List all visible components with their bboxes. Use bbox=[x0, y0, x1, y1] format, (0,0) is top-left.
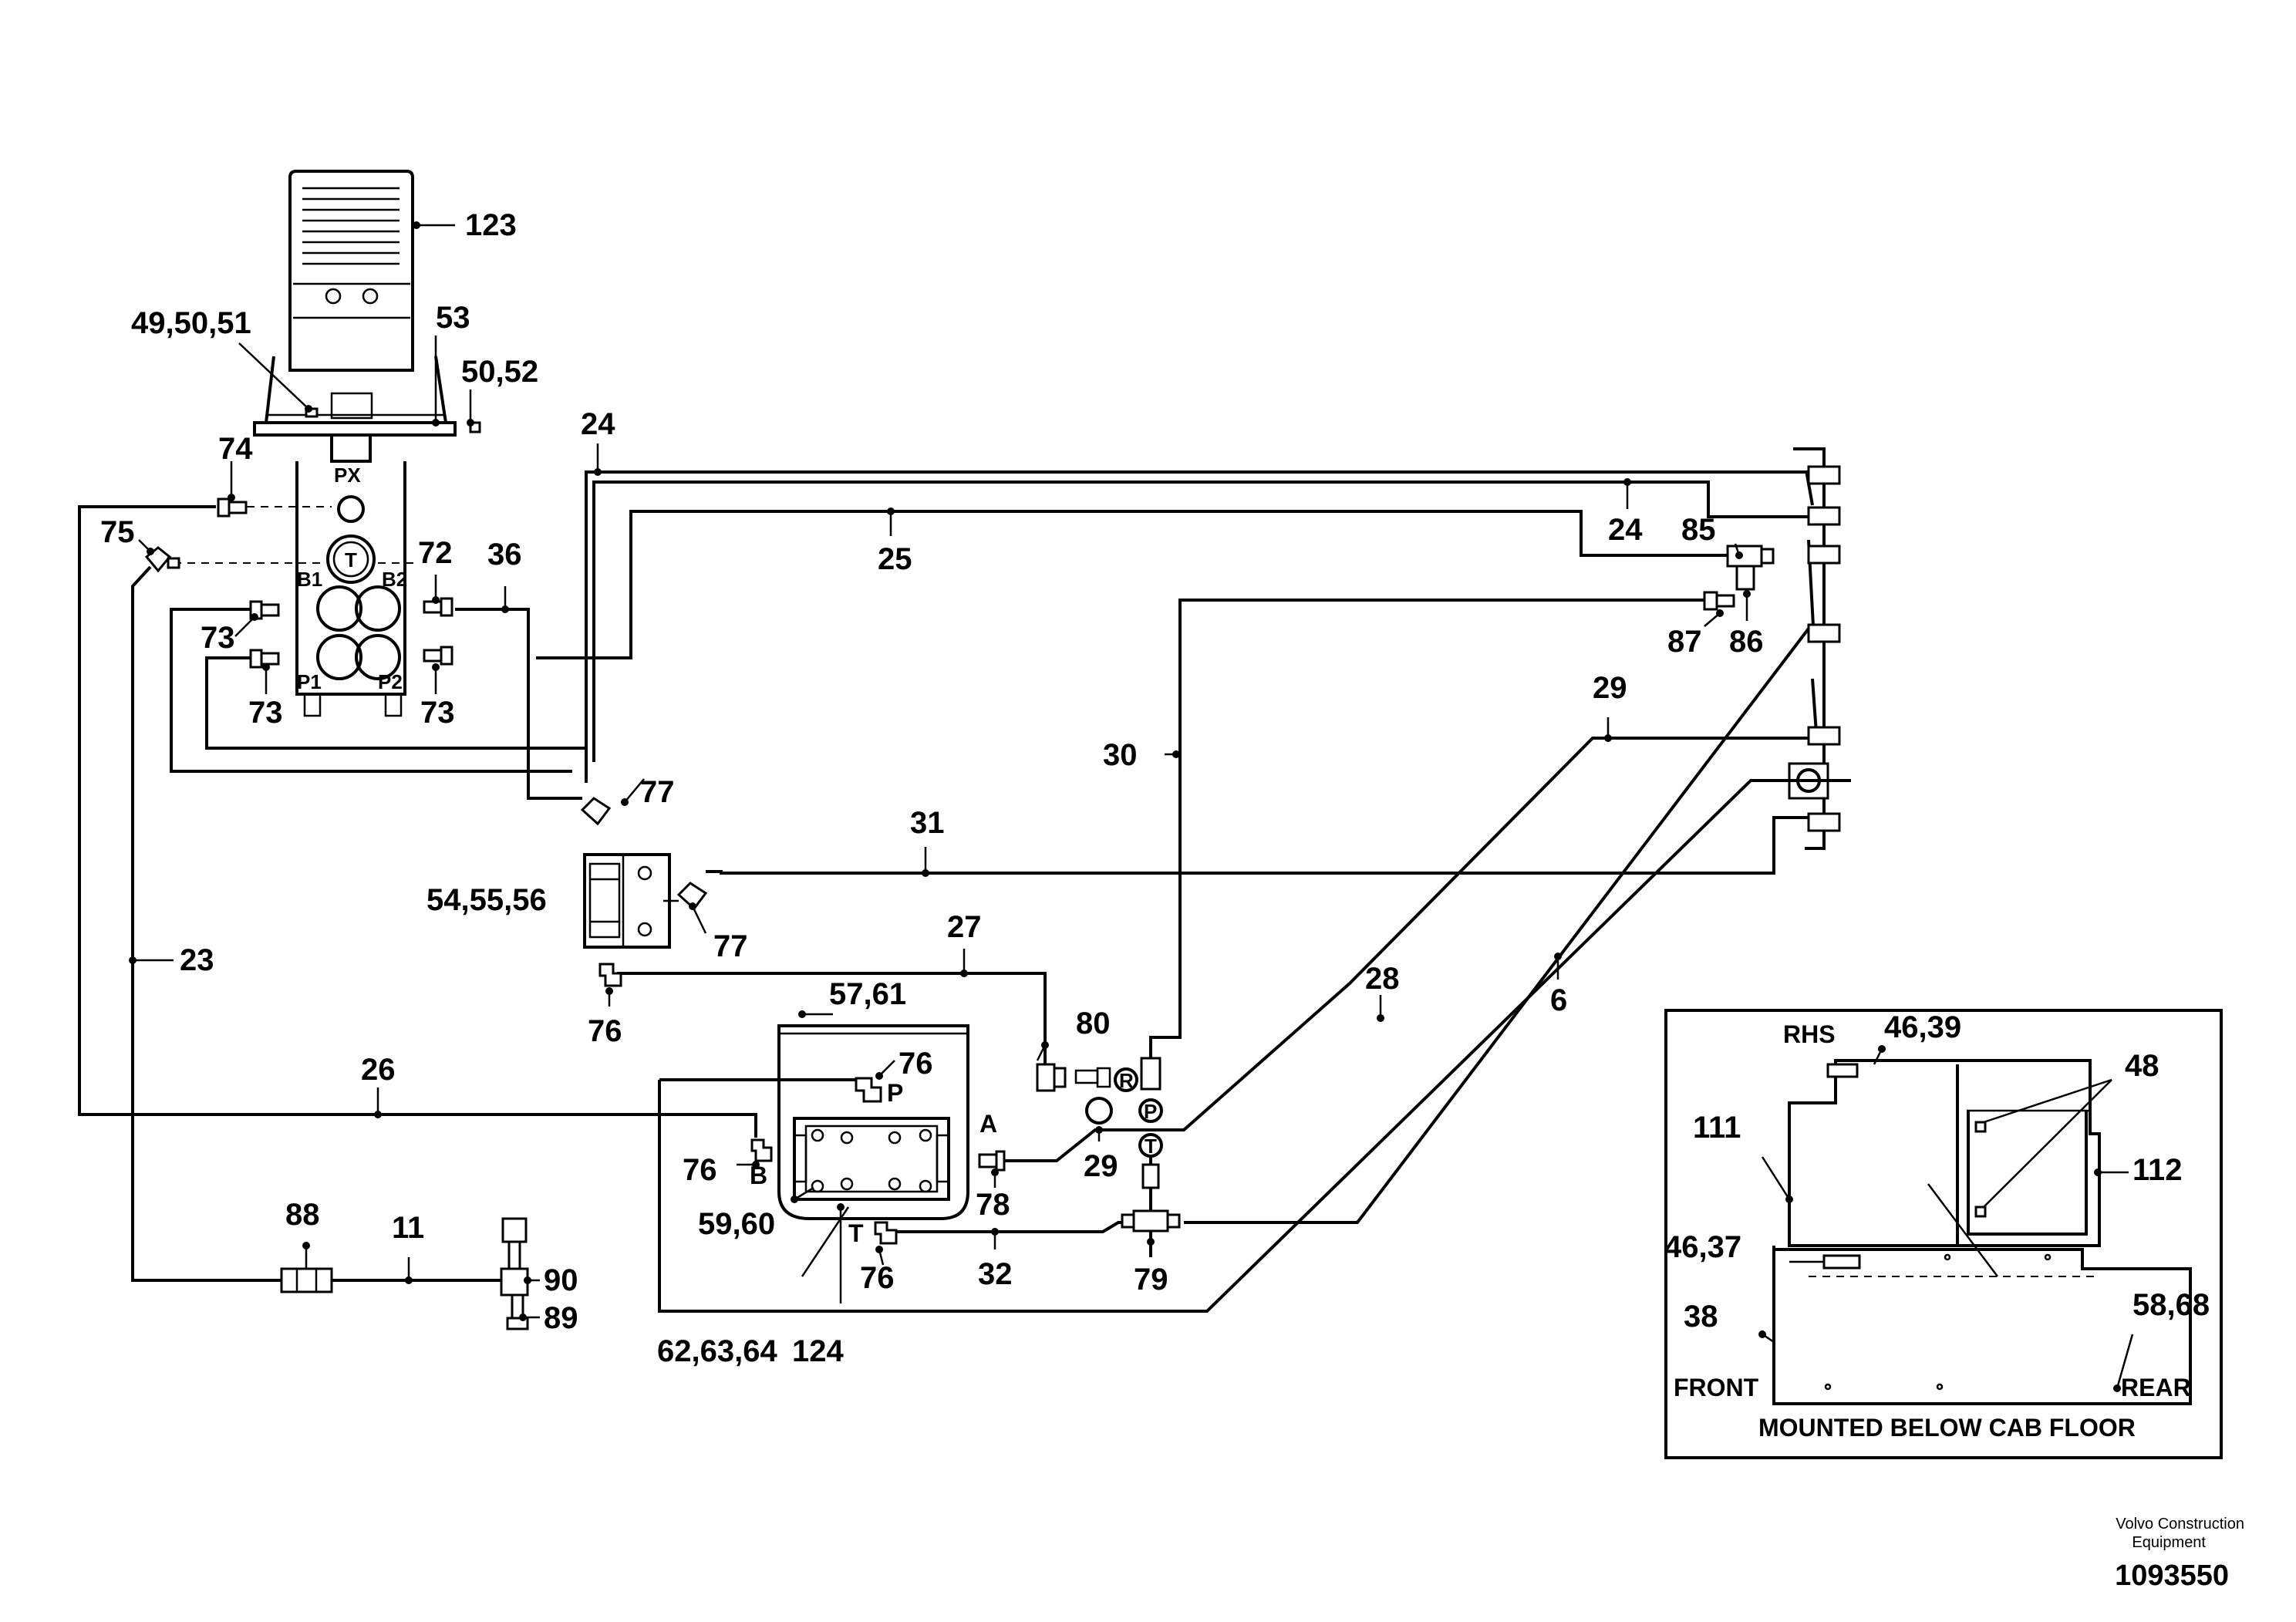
label-76-b: 76 bbox=[899, 1047, 933, 1081]
valve-port-p: P bbox=[887, 1079, 903, 1107]
valve-port-a: A bbox=[979, 1110, 997, 1138]
hose-lines bbox=[78, 470, 1851, 1313]
pilot-control-valve bbox=[253, 170, 481, 717]
label-50-52: 50,52 bbox=[461, 355, 538, 389]
label-74: 74 bbox=[218, 432, 253, 466]
label-25: 25 bbox=[878, 542, 912, 576]
label-53: 53 bbox=[436, 301, 470, 335]
label-76-c: 76 bbox=[683, 1153, 717, 1187]
label-90: 90 bbox=[544, 1263, 578, 1297]
label-72: 72 bbox=[418, 536, 453, 570]
port-b2: B2 bbox=[382, 568, 407, 591]
label-30: 30 bbox=[1103, 738, 1138, 772]
inset-rhs: RHS bbox=[1783, 1020, 1836, 1048]
label-89: 89 bbox=[544, 1301, 578, 1335]
credit-line-2: Equipment bbox=[2132, 1534, 2206, 1551]
label-87: 87 bbox=[1667, 625, 1702, 659]
label-124: 124 bbox=[792, 1334, 844, 1368]
label-36: 36 bbox=[487, 538, 522, 572]
port-labels: PX T B1 B2 P1 P2 P B A T R P T bbox=[297, 464, 1157, 1247]
label-49-50-51: 49,50,51 bbox=[131, 306, 251, 340]
label-27: 27 bbox=[947, 910, 982, 944]
credit-line-1: Volvo Construction bbox=[2116, 1516, 2244, 1533]
inset-label-111: 111 bbox=[1693, 1111, 1741, 1145]
label-78: 78 bbox=[976, 1188, 1010, 1222]
terminal-block bbox=[1788, 447, 1841, 850]
label-80: 80 bbox=[1076, 1007, 1111, 1040]
label-24-a: 24 bbox=[581, 407, 615, 441]
port-b1: B1 bbox=[297, 568, 322, 591]
main-valve-assembly bbox=[750, 1024, 969, 1245]
label-59-60: 59,60 bbox=[698, 1207, 775, 1241]
label-73-b: 73 bbox=[248, 696, 283, 730]
inset-caption: MOUNTED BELOW CAB FLOOR bbox=[1758, 1414, 2136, 1442]
label-54-55-56: 54,55,56 bbox=[426, 883, 547, 917]
label-76-d: 76 bbox=[860, 1261, 895, 1295]
label-23: 23 bbox=[180, 943, 214, 977]
port-t: T bbox=[345, 548, 357, 572]
dashed-leaders bbox=[174, 506, 416, 564]
label-31: 31 bbox=[910, 806, 945, 840]
port-p1: P1 bbox=[297, 670, 322, 693]
label-76-a: 76 bbox=[588, 1014, 622, 1048]
label-123: 123 bbox=[465, 208, 517, 242]
part-labels: 123 49,50,51 53 50,52 74 75 72 36 73 73 … bbox=[100, 208, 1764, 1368]
inset-rear: REAR bbox=[2121, 1374, 2191, 1401]
inset-label-38: 38 bbox=[1684, 1300, 1718, 1334]
label-26: 26 bbox=[361, 1053, 396, 1087]
inset-box bbox=[1664, 1009, 2223, 1459]
circle-port-t: T bbox=[1145, 1135, 1157, 1158]
inset-label-46-39: 46,39 bbox=[1884, 1010, 1961, 1044]
valve-port-b: B bbox=[750, 1162, 767, 1189]
inset-label-48: 48 bbox=[2125, 1049, 2159, 1083]
inset-label-58-68: 58,68 bbox=[2132, 1288, 2210, 1322]
label-29-b: 29 bbox=[1084, 1149, 1118, 1183]
label-88: 88 bbox=[285, 1198, 320, 1232]
inset-label-112: 112 bbox=[2132, 1153, 2183, 1187]
valve-port-t: T bbox=[848, 1219, 864, 1247]
label-32: 32 bbox=[978, 1257, 1013, 1291]
circle-port-r: R bbox=[1119, 1069, 1134, 1092]
credit-block: Volvo Construction Equipment 1093550 bbox=[2115, 1516, 2244, 1592]
label-57-61: 57,61 bbox=[829, 977, 906, 1011]
label-86: 86 bbox=[1729, 625, 1764, 659]
inset-label-46-37: 46,37 bbox=[1664, 1230, 1741, 1264]
doc-number: 1093550 bbox=[2115, 1560, 2229, 1592]
label-77-a: 77 bbox=[640, 775, 675, 809]
label-73-a: 73 bbox=[201, 621, 235, 655]
circle-port-p: P bbox=[1144, 1100, 1157, 1123]
inset-front: FRONT bbox=[1674, 1374, 1759, 1401]
label-75: 75 bbox=[100, 515, 135, 549]
leader-dots bbox=[129, 221, 2121, 1392]
label-11: 11 bbox=[392, 1211, 424, 1245]
label-77-b: 77 bbox=[713, 929, 748, 963]
port-px: PX bbox=[334, 464, 361, 487]
label-62-63-64: 62,63,64 bbox=[657, 1334, 777, 1368]
label-28: 28 bbox=[1365, 962, 1400, 996]
inset-labels: RHS 46,39 48 111 112 46,37 38 58,68 FRON… bbox=[1664, 1010, 2210, 1442]
label-24-b: 24 bbox=[1608, 513, 1643, 547]
port-p2: P2 bbox=[378, 670, 403, 693]
label-73-c: 73 bbox=[420, 696, 455, 730]
label-85: 85 bbox=[1681, 513, 1716, 547]
label-29-a: 29 bbox=[1593, 671, 1627, 705]
label-79: 79 bbox=[1134, 1263, 1168, 1297]
label-6: 6 bbox=[1550, 983, 1567, 1017]
